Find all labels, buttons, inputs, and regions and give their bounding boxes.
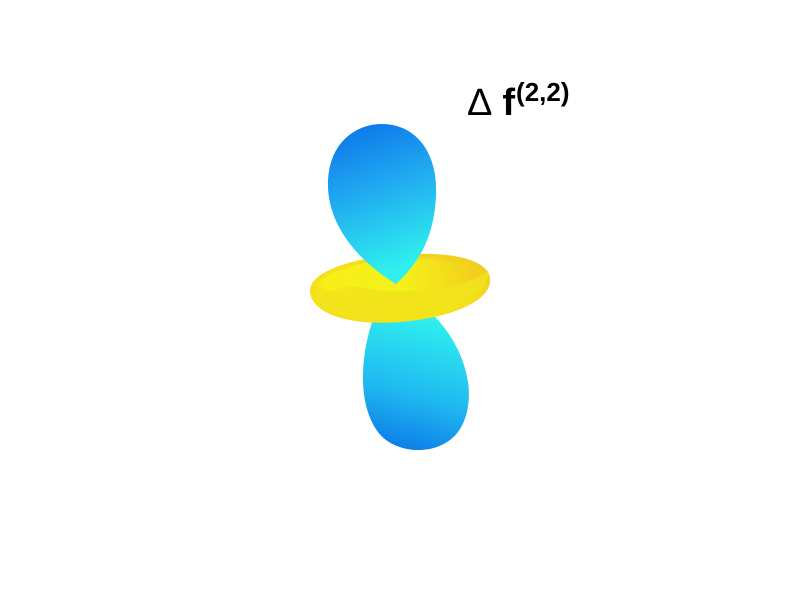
ring-front-rim	[312, 270, 489, 321]
superscript-index: (2,2)	[516, 77, 570, 107]
lower-lobe	[362, 305, 469, 451]
function-symbol: f	[502, 82, 516, 124]
delta-symbol: Δ	[467, 82, 493, 124]
upper-lobe	[327, 124, 437, 284]
